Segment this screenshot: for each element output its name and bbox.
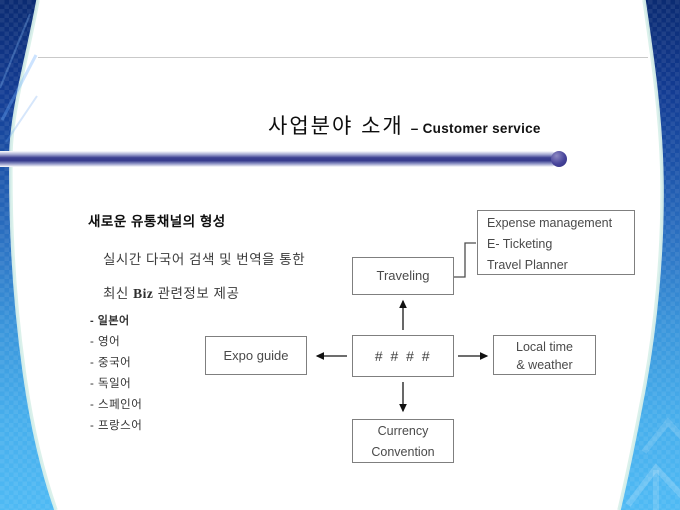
body-text-line1: 실시간 다국어 검색 및 번역을 통한: [103, 252, 306, 267]
services-line-travelplanner: Travel Planner: [487, 258, 568, 272]
language-item: - 일본어: [90, 315, 130, 327]
body-text-line2: 최신 Biz 관련정보 제공: [103, 282, 239, 302]
slide-title: 사업분야 소개 – Customer service: [268, 110, 541, 140]
title-accent-bar: [0, 151, 558, 167]
top-divider: [38, 57, 648, 58]
right-band-edge: [617, 0, 664, 510]
services-line-eticketing: E- Ticketing: [487, 237, 553, 251]
language-item: - 중국어: [90, 357, 132, 369]
body-line2-biz: Biz: [133, 286, 154, 301]
services-box: Expense management E- Ticketing Travel P…: [477, 210, 635, 275]
left-band-edge: [9, 0, 58, 510]
title-accent-bar-cap: [551, 151, 567, 167]
language-item: - 독일어: [90, 378, 132, 390]
center-hash-box: # # # #: [352, 335, 454, 377]
local-time-weather-box: Local time & weather: [493, 335, 596, 375]
arrow-motif: [625, 417, 680, 510]
local-time-line2: & weather: [516, 358, 573, 372]
expo-guide-box: Expo guide: [205, 336, 307, 375]
slide-title-english: – Customer service: [410, 121, 541, 136]
section-heading: 새로운 유통채널의 형성: [88, 214, 226, 229]
local-time-line1: Local time: [516, 340, 573, 354]
traveling-box: Traveling: [352, 257, 454, 295]
slide-title-korean: 사업분야 소개: [268, 115, 404, 138]
language-list: - 일본어 - 영어 - 중국어 - 독일어 - 스페인어 - 프랑스어: [90, 311, 142, 437]
currency-convention-box: Currency Convention: [352, 419, 454, 463]
currency-line2: Convention: [371, 445, 435, 459]
language-item: - 스페인어: [90, 399, 143, 411]
language-item: - 영어: [90, 336, 121, 348]
body-line2-prefix: 최신: [103, 286, 134, 301]
language-item: - 프랑스어: [90, 420, 143, 432]
body-line2-suffix: 관련정보 제공: [153, 286, 240, 301]
currency-line1: Currency: [377, 424, 429, 438]
light-streaks: [0, 13, 38, 143]
services-line-expense: Expense management: [487, 216, 613, 230]
